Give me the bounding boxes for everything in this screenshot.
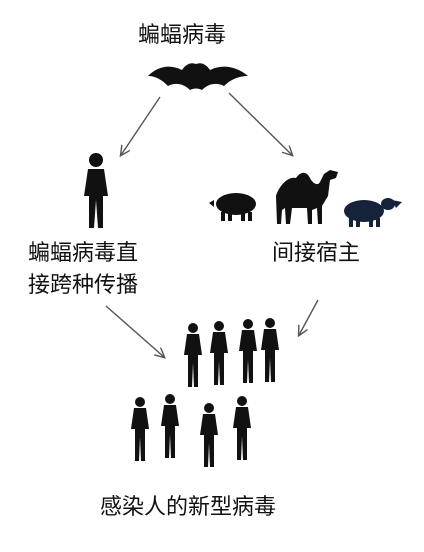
- label-direct-transmission-line2: 接跨种传播: [28, 273, 139, 298]
- person-icon: [84, 153, 108, 228]
- pig-icon: [209, 193, 256, 221]
- bat-icon: [148, 63, 248, 90]
- arrow-hosts-to-humans: [299, 299, 319, 335]
- label-direct-transmission-line1: 蝙蝠病毒直: [28, 241, 139, 266]
- arrow-direct-to-humans: [105, 305, 164, 357]
- people-group-icon: [131, 318, 279, 467]
- camel-icon: [276, 170, 338, 224]
- arrow-to-human: [121, 96, 161, 155]
- title-bat-virus: 蝙蝠病毒: [138, 23, 227, 48]
- label-infected-humans: 感染人的新型病毒: [100, 495, 277, 520]
- sheep-icon: [344, 198, 402, 227]
- arrow-to-hosts: [228, 92, 292, 155]
- label-intermediate-host: 间接宿主: [272, 241, 361, 266]
